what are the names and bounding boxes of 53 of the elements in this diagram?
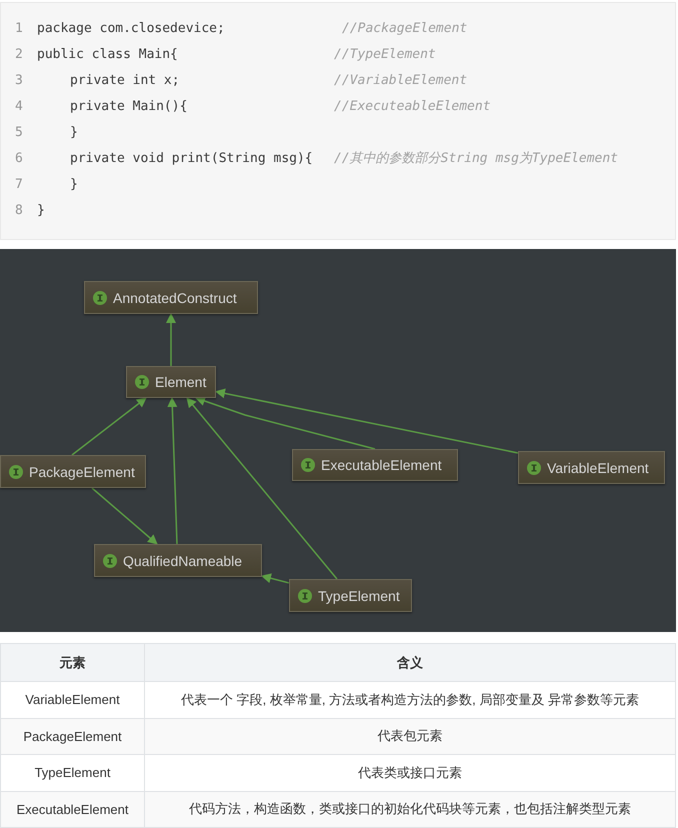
interface-name: TypeElement — [318, 588, 400, 604]
code-line: private Main(){ — [70, 98, 188, 116]
line-number: 5 — [15, 124, 23, 142]
arrow — [72, 397, 147, 456]
table-cell-text: 代码方法，构造函数，类或接口的初始化代码块等元素，也包括注解类型元素 — [189, 800, 631, 818]
code-comment: //其中的参数部分String msg为TypeElement — [334, 150, 618, 168]
line-number: 2 — [15, 46, 23, 64]
code-comment: //PackageElement — [342, 20, 468, 38]
table-cell-text: 代表包元素 — [378, 727, 442, 746]
arrow — [261, 573, 290, 584]
interface-box — [518, 451, 665, 484]
table-cell-text: TypeElement — [34, 765, 110, 780]
column-header: 元素 — [60, 654, 86, 672]
arrow — [215, 388, 518, 454]
code-line: } — [70, 176, 78, 194]
arrow — [92, 487, 158, 545]
code-line: } — [37, 202, 45, 220]
code-comment: //TypeElement — [334, 46, 436, 64]
line-number: 4 — [15, 98, 23, 116]
arrow — [195, 396, 376, 450]
interface-box — [289, 579, 412, 612]
interface-name: ExecutableElement — [321, 457, 442, 473]
interface-box — [94, 544, 262, 577]
interface-name: VariableElement — [547, 460, 649, 476]
code-line: package com.closedevice; — [37, 20, 225, 38]
table-cell-text: 代表一个 字段, 枚举常量, 方法或者构造方法的参数, 局部变量及 异常参数等元素 — [181, 690, 639, 709]
interface-name: AnnotatedConstruct — [113, 290, 237, 306]
interface-box — [84, 281, 258, 314]
code-line: public class Main{ — [37, 46, 178, 64]
table-cell-text: PackageElement — [23, 728, 122, 744]
interface-box — [126, 366, 216, 398]
code-line: } — [70, 124, 78, 142]
code-comment: //VariableElement — [334, 72, 468, 90]
line-number: 7 — [15, 176, 23, 194]
interface-box — [292, 449, 458, 481]
arrow — [186, 397, 338, 580]
table-cell-text: 代表类或接口元素 — [358, 764, 462, 782]
code-line: private int x; — [70, 72, 180, 90]
line-number: 1 — [15, 20, 23, 38]
column-header: 含义 — [397, 654, 423, 672]
interface-name: Element — [155, 374, 206, 390]
table-cell-text: VariableElement — [25, 692, 120, 708]
code-comment: //ExecuteableElement — [334, 98, 491, 116]
arrow — [167, 397, 178, 544]
line-number: 6 — [15, 150, 23, 168]
line-number: 8 — [15, 202, 23, 220]
code-line: private void print(String msg){ — [70, 150, 313, 168]
interface-box — [0, 455, 146, 488]
arrow — [166, 313, 176, 366]
interface-name: PackageElement — [29, 464, 135, 480]
interface-name: QualifiedNameable — [123, 552, 242, 568]
table-cell-text: ExecutableElement — [16, 802, 128, 817]
line-number: 3 — [15, 72, 23, 90]
